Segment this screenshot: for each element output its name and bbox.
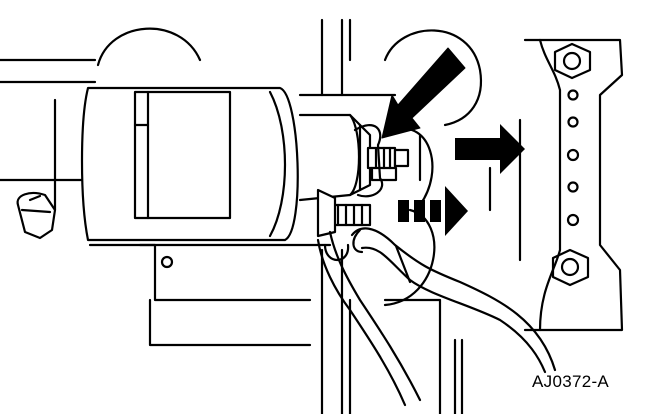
bracket-bolt-bottom [551, 248, 590, 287]
frame-hole [160, 255, 174, 269]
solenoid-end [298, 113, 372, 202]
bracket-holes [566, 89, 580, 227]
pointer-arrow [381, 47, 466, 139]
figure-id-label: AJ0372-A [532, 372, 610, 391]
ignition-wire [316, 230, 422, 407]
bracket-bolt-top [553, 42, 592, 80]
starter-motor-body [80, 86, 299, 242]
direction-arrow-solid [455, 124, 525, 174]
solenoid-clip [353, 124, 384, 198]
left-bolt [16, 191, 57, 240]
direction-arrow-dashed [398, 186, 468, 236]
mounting-bracket [518, 38, 624, 332]
battery-terminal-stud [366, 146, 410, 182]
frame-structure [0, 18, 464, 414]
ignition-terminal-stud [316, 188, 372, 238]
battery-cable [350, 227, 557, 374]
guide-lines [418, 133, 492, 212]
